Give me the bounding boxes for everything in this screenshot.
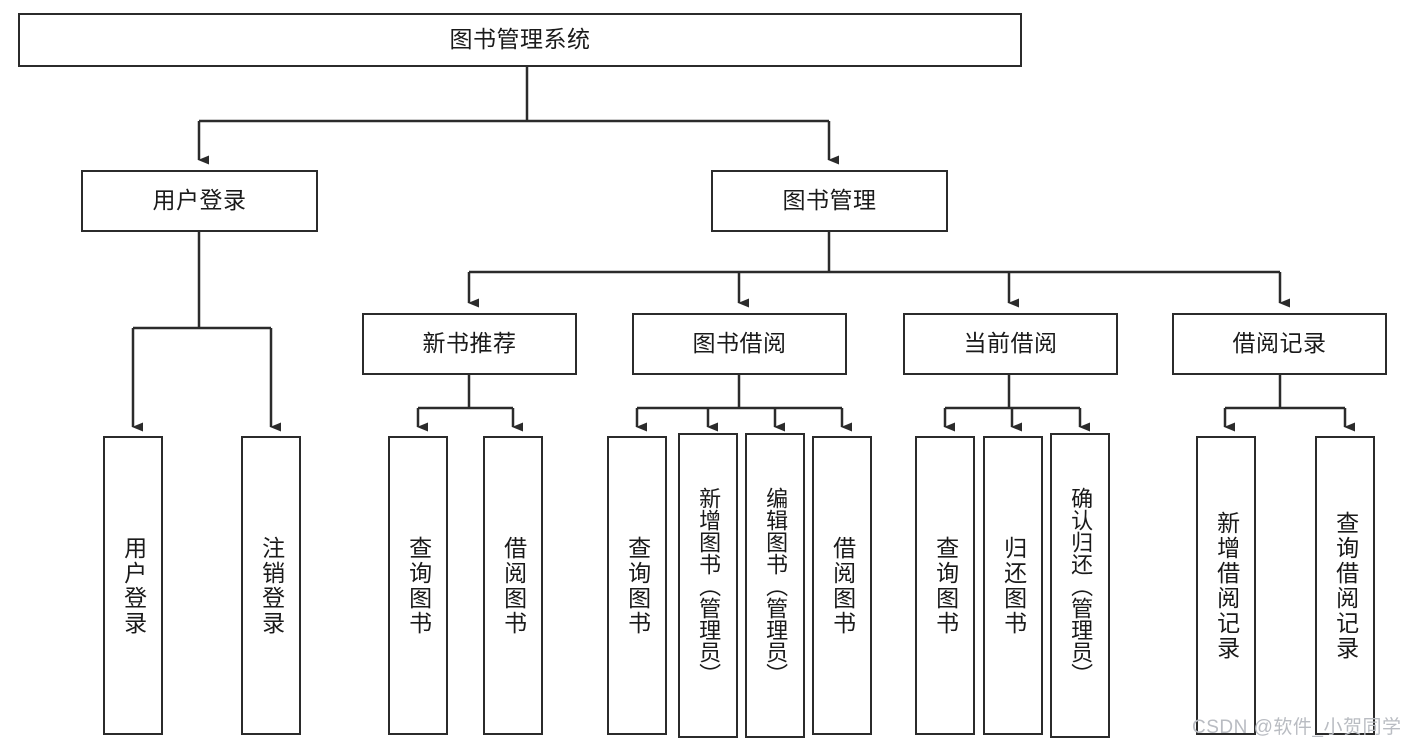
node-current-borrow-label: 当前借阅	[963, 330, 1058, 357]
node-borrow-records-label: 借阅记录	[1232, 330, 1327, 357]
leaf-logout[interactable]: 注销登录	[241, 436, 301, 735]
leaf-query-book-newbook[interactable]: 查询图书	[388, 436, 448, 735]
node-borrow-records[interactable]: 借阅记录	[1172, 313, 1387, 375]
node-book-management-label: 图书管理	[782, 187, 877, 214]
node-new-book-recommend-label: 新书推荐	[422, 330, 517, 357]
leaf-query-book-current-label: 查询图书	[932, 535, 959, 636]
node-book-borrow-label: 图书借阅	[692, 330, 787, 357]
leaf-add-borrow-record-label: 新增借阅记录	[1213, 510, 1240, 661]
leaf-user-login[interactable]: 用户登录	[103, 436, 163, 735]
leaf-edit-book-admin-label: 编辑图书（管理员）	[763, 486, 789, 685]
leaf-add-book-admin[interactable]: 新增图书（管理员）	[678, 433, 738, 738]
node-new-book-recommend[interactable]: 新书推荐	[362, 313, 577, 375]
leaf-confirm-return-admin[interactable]: 确认归还（管理员）	[1050, 433, 1110, 738]
leaf-query-book-current[interactable]: 查询图书	[915, 436, 975, 735]
leaf-user-login-label: 用户登录	[120, 535, 147, 636]
leaf-edit-book-admin[interactable]: 编辑图书（管理员）	[745, 433, 805, 738]
leaf-logout-label: 注销登录	[258, 535, 285, 636]
leaf-query-borrow-record[interactable]: 查询借阅记录	[1315, 436, 1375, 735]
leaf-borrow-book-newbook[interactable]: 借阅图书	[483, 436, 543, 735]
leaf-add-borrow-record[interactable]: 新增借阅记录	[1196, 436, 1256, 735]
node-current-borrow[interactable]: 当前借阅	[903, 313, 1118, 375]
watermark-text: CSDN @软件_小贺同学	[1192, 717, 1402, 738]
node-book-management[interactable]: 图书管理	[711, 170, 948, 232]
leaf-borrow-book-borrow[interactable]: 借阅图书	[812, 436, 872, 735]
node-book-borrow[interactable]: 图书借阅	[632, 313, 847, 375]
leaf-return-book-label: 归还图书	[1000, 535, 1027, 636]
node-user-login-label: 用户登录	[152, 187, 247, 214]
node-user-login[interactable]: 用户登录	[81, 170, 318, 232]
leaf-borrow-book-borrow-label: 借阅图书	[829, 535, 856, 636]
leaf-query-book-newbook-label: 查询图书	[405, 535, 432, 636]
node-root[interactable]: 图书管理系统	[18, 13, 1022, 67]
leaf-confirm-return-admin-label: 确认归还（管理员）	[1068, 486, 1094, 685]
leaf-query-borrow-record-label: 查询借阅记录	[1332, 510, 1359, 661]
node-root-label: 图书管理系统	[449, 26, 591, 53]
leaf-query-book-borrow-label: 查询图书	[624, 535, 651, 636]
leaf-return-book[interactable]: 归还图书	[983, 436, 1043, 735]
leaf-borrow-book-newbook-label: 借阅图书	[500, 535, 527, 636]
leaf-add-book-admin-label: 新增图书（管理员）	[696, 486, 722, 685]
leaf-query-book-borrow[interactable]: 查询图书	[607, 436, 667, 735]
